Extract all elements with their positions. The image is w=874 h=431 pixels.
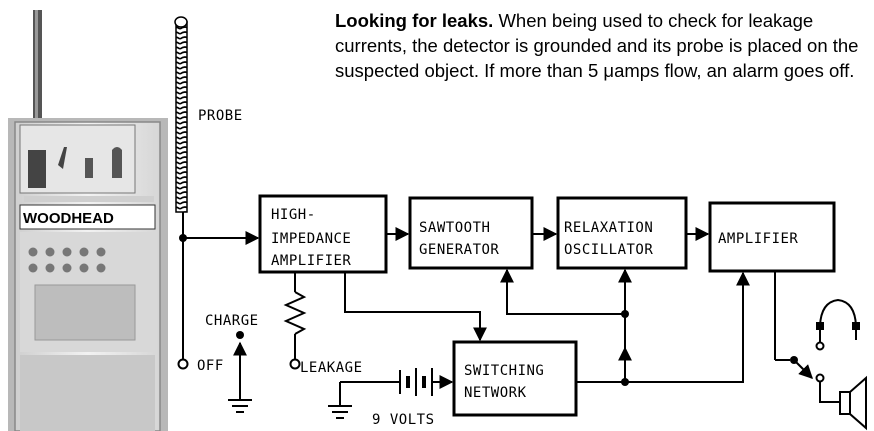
device-brand: WOODHEAD (23, 210, 114, 227)
hia-line-2: IMPEDANCE (271, 231, 351, 247)
rel-line-2: OSCILLATOR (564, 242, 653, 258)
ground-symbol-switch (228, 400, 252, 412)
hia-line-1: HIGH- (271, 207, 316, 223)
off-label: OFF (197, 358, 224, 374)
volts-label: 9 VOLTS (372, 412, 435, 428)
probe-coil (175, 17, 187, 212)
leakage-label: LEAKAGE (300, 360, 363, 376)
charge-contact (236, 331, 244, 339)
sw-line-2: NETWORK (464, 385, 527, 401)
block-relaxation-oscillator: RELAXATION OSCILLATOR (558, 198, 686, 268)
sw-line-1: SWITCHING (464, 363, 544, 379)
leakage-terminal (291, 360, 300, 369)
output-switch-arm (794, 360, 812, 378)
power-bus-to-amplifier (576, 273, 743, 382)
headphones-icon (816, 300, 860, 342)
off-terminal (179, 360, 188, 369)
amp-line-1: AMPLIFIER (718, 231, 798, 247)
ground-symbol-battery (328, 406, 352, 418)
saw-line-2: GENERATOR (419, 242, 499, 258)
block-high-impedance-amplifier: HIGH- IMPEDANCE AMPLIFIER (260, 196, 386, 272)
block-amplifier: AMPLIFIER (710, 203, 834, 271)
speaker-contact (817, 375, 824, 382)
block-switching-network: SWITCHING NETWORK (454, 342, 576, 415)
block-sawtooth-generator: SAWTOOTH GENERATOR (410, 198, 532, 268)
hia-line-3: AMPLIFIER (271, 253, 351, 269)
rel-line-1: RELAXATION (564, 220, 653, 236)
device-photo: WOODHEAD (8, 10, 168, 431)
leakage-resistor (286, 292, 304, 334)
saw-line-1: SAWTOOTH (419, 220, 490, 236)
headphone-contact (817, 343, 824, 350)
arrow-hia-to-switching (345, 272, 480, 340)
speaker-icon (820, 378, 866, 428)
charge-label: CHARGE (205, 313, 259, 329)
probe-label: PROBE (198, 108, 243, 124)
arrow-bus-to-saw (507, 270, 625, 314)
